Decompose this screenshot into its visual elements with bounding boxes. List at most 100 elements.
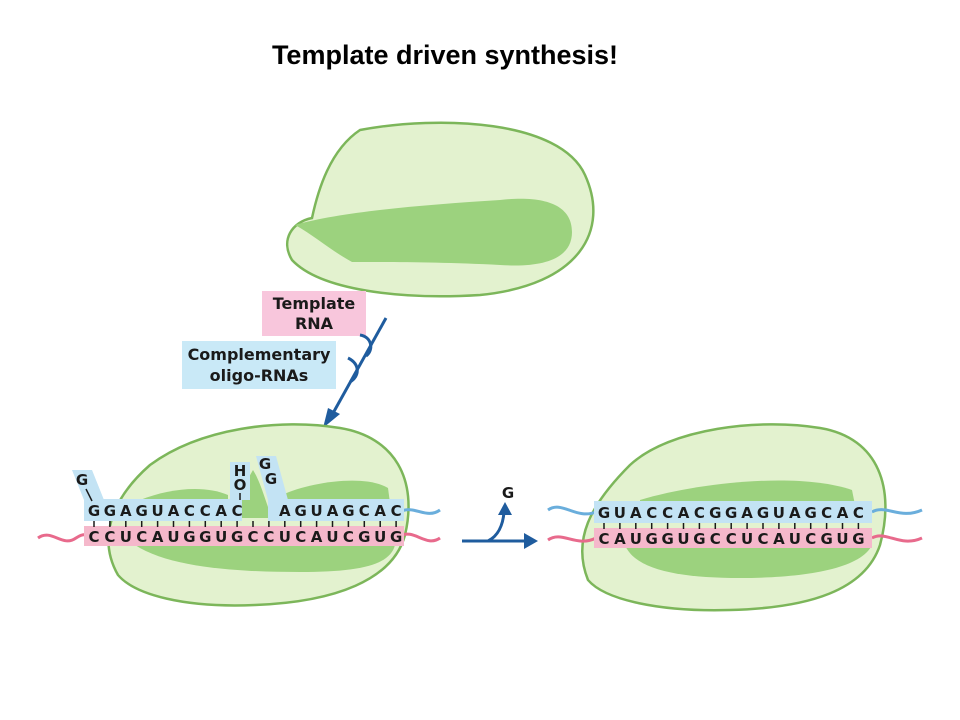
- oligo-loop-base: G: [259, 455, 271, 473]
- free-enzyme: [286, 121, 595, 298]
- oligo-base: C: [359, 502, 370, 520]
- template-base: G: [661, 530, 673, 548]
- oligo-base: G: [757, 504, 769, 522]
- oligo-base: C: [232, 502, 243, 520]
- oligo-base: C: [853, 504, 864, 522]
- template-rna-label-line1: Template: [273, 294, 356, 313]
- template-base: C: [104, 528, 115, 546]
- left-template-tail-left: [37, 533, 90, 543]
- binding-arrow-head: [323, 408, 340, 428]
- oligo-base: G: [295, 502, 307, 520]
- template-base: G: [646, 530, 658, 548]
- oligo-base: G: [598, 504, 610, 522]
- template-base: U: [120, 528, 132, 546]
- template-base: U: [374, 528, 386, 546]
- template-base: G: [820, 530, 832, 548]
- right-enzyme-channel-lower: [625, 545, 872, 578]
- template-base: G: [183, 528, 195, 546]
- template-base: G: [390, 528, 402, 546]
- oligo-rna-label-line2: oligo-RNAs: [210, 366, 309, 385]
- oligo-base: U: [614, 504, 626, 522]
- template-base: A: [773, 530, 785, 548]
- hydroxyl-atom: O: [234, 476, 247, 494]
- oligo-base: C: [662, 504, 673, 522]
- right-template-band: [594, 528, 872, 548]
- template-base: C: [805, 530, 816, 548]
- template-base: C: [598, 530, 609, 548]
- oligo-base: A: [215, 502, 227, 520]
- left-oligo-band-2: [268, 499, 404, 521]
- template-base: G: [358, 528, 370, 546]
- right-base-pair-ticks: [603, 523, 860, 529]
- oligo-base: C: [694, 504, 705, 522]
- template-base: G: [199, 528, 211, 546]
- oligo-base: U: [773, 504, 785, 522]
- right-oligo-tail-right: [871, 508, 923, 515]
- left-oligo-loop-1: [72, 470, 104, 500]
- oligo-base: A: [120, 502, 132, 520]
- template-base: U: [167, 528, 179, 546]
- template-rna-label-line2: RNA: [295, 314, 334, 333]
- oligo-base: A: [327, 502, 339, 520]
- template-base: C: [726, 530, 737, 548]
- oligo-base: G: [342, 502, 354, 520]
- free-enzyme-channel: [295, 198, 572, 266]
- template-base: C: [757, 530, 768, 548]
- left-enzyme-channel-lower: [135, 545, 395, 572]
- page-title: Template driven synthesis!: [271, 40, 619, 70]
- released-base-g: G: [502, 484, 514, 502]
- oligo-base: G: [725, 504, 737, 522]
- template-base: A: [614, 530, 626, 548]
- oligo-base: C: [821, 504, 832, 522]
- template-base: G: [852, 530, 864, 548]
- template-base: C: [295, 528, 306, 546]
- left-oligo-band-1: [84, 499, 242, 521]
- template-base: U: [836, 530, 848, 548]
- right-template-tail-left: [547, 535, 597, 543]
- template-base: G: [231, 528, 243, 546]
- left-base-pair-ticks: [85, 488, 397, 527]
- template-base: U: [677, 530, 689, 548]
- oligo-base: C: [391, 502, 402, 520]
- oligo-base: G: [88, 502, 100, 520]
- left-oligo-loop-2: [230, 462, 250, 500]
- template-base: C: [710, 530, 721, 548]
- oligo-base: A: [168, 502, 180, 520]
- oligo-rna-label-box: [182, 341, 336, 389]
- hydroxyl-atom: H: [234, 462, 247, 480]
- oligo-base: A: [837, 504, 849, 522]
- reaction-arrow: [462, 502, 538, 549]
- binding-arrow: [330, 317, 388, 416]
- template-base: U: [741, 530, 753, 548]
- oligo-loop-base: G: [265, 470, 277, 488]
- oligo-base: C: [184, 502, 195, 520]
- template-base: U: [630, 530, 642, 548]
- template-base: A: [152, 528, 164, 546]
- template-base: U: [789, 530, 801, 548]
- loop-bond: [85, 488, 93, 502]
- oligo-base: U: [311, 502, 323, 520]
- oligo-base: A: [678, 504, 690, 522]
- oligo-base: A: [789, 504, 801, 522]
- oligo-base: C: [646, 504, 657, 522]
- right-template-tail-right: [871, 534, 923, 543]
- oligo-base: A: [279, 502, 291, 520]
- template-base: U: [279, 528, 291, 546]
- oligo-base: G: [136, 502, 148, 520]
- right-oligo-tail-left: [547, 505, 597, 516]
- left-template-band: [84, 526, 404, 546]
- template-base: C: [247, 528, 258, 546]
- template-base: A: [311, 528, 323, 546]
- template-base: C: [263, 528, 274, 546]
- left-oligo-loop-3: [256, 456, 288, 500]
- oligo-base: C: [200, 502, 211, 520]
- oligo-base: G: [805, 504, 817, 522]
- right-oligo-band: [594, 501, 872, 523]
- template-base: C: [343, 528, 354, 546]
- oligo-base: G: [709, 504, 721, 522]
- template-rna-label-box: [262, 291, 366, 336]
- oligo-base: A: [741, 504, 753, 522]
